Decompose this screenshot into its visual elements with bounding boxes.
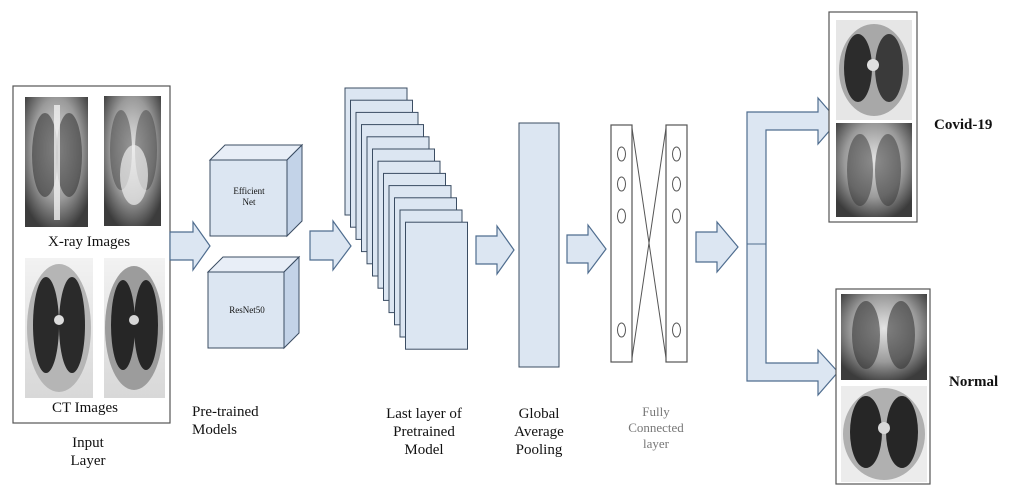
output-branch-arrow (746, 96, 839, 397)
fc-right-column (665, 124, 688, 363)
fc-neuron (617, 322, 626, 338)
pretrained-models-caption: Pre-trained Models (192, 404, 259, 438)
covid-output-images (828, 11, 918, 223)
feature-map-sheet (405, 221, 468, 350)
arrow-models-to-layer (309, 219, 352, 272)
covid-class-label: Covid-19 (934, 117, 993, 133)
input-layer-caption: Input Layer (70, 435, 106, 469)
fc-caption: Fully Connected layer (628, 404, 684, 451)
xray-image-1 (25, 97, 88, 227)
fc-connection-2 (631, 127, 667, 359)
fc-neuron (672, 208, 681, 224)
fc-block (610, 124, 688, 363)
resnet50-label: ResNet50 (229, 305, 265, 315)
fc-neurons (617, 146, 681, 338)
ct-image-2 (104, 258, 165, 398)
input-panel (12, 85, 171, 424)
resnet50-cube (206, 255, 301, 350)
xray-image-2 (104, 96, 161, 226)
gap-bar (518, 122, 560, 368)
fc-neuron (617, 146, 626, 162)
fc-neuron (672, 176, 681, 192)
arrow-fc-to-output (695, 220, 739, 274)
fc-neuron (672, 322, 681, 338)
normal-class-label: Normal (949, 374, 999, 390)
ct-image-1 (25, 258, 93, 398)
xray-images-label: X-ray Images (48, 234, 131, 250)
fc-left-column (610, 124, 633, 363)
ct-images-label: CT Images (52, 400, 118, 416)
arrow-gap-to-fc (566, 223, 607, 275)
fc-neuron (617, 208, 626, 224)
fc-neuron (617, 176, 626, 192)
normal-output-images (835, 288, 931, 485)
feature-map-stack (344, 87, 468, 350)
efficientnet-label: Efficient Net (233, 186, 265, 207)
gap-caption: Global Average Pooling (514, 406, 564, 458)
efficientnet-cube (208, 143, 304, 238)
fc-neuron (672, 146, 681, 162)
arrow-layer-to-gap (475, 224, 515, 276)
arrow-input-to-models (169, 220, 211, 272)
last-layer-caption: Last layer of Pretrained Model (386, 406, 462, 458)
